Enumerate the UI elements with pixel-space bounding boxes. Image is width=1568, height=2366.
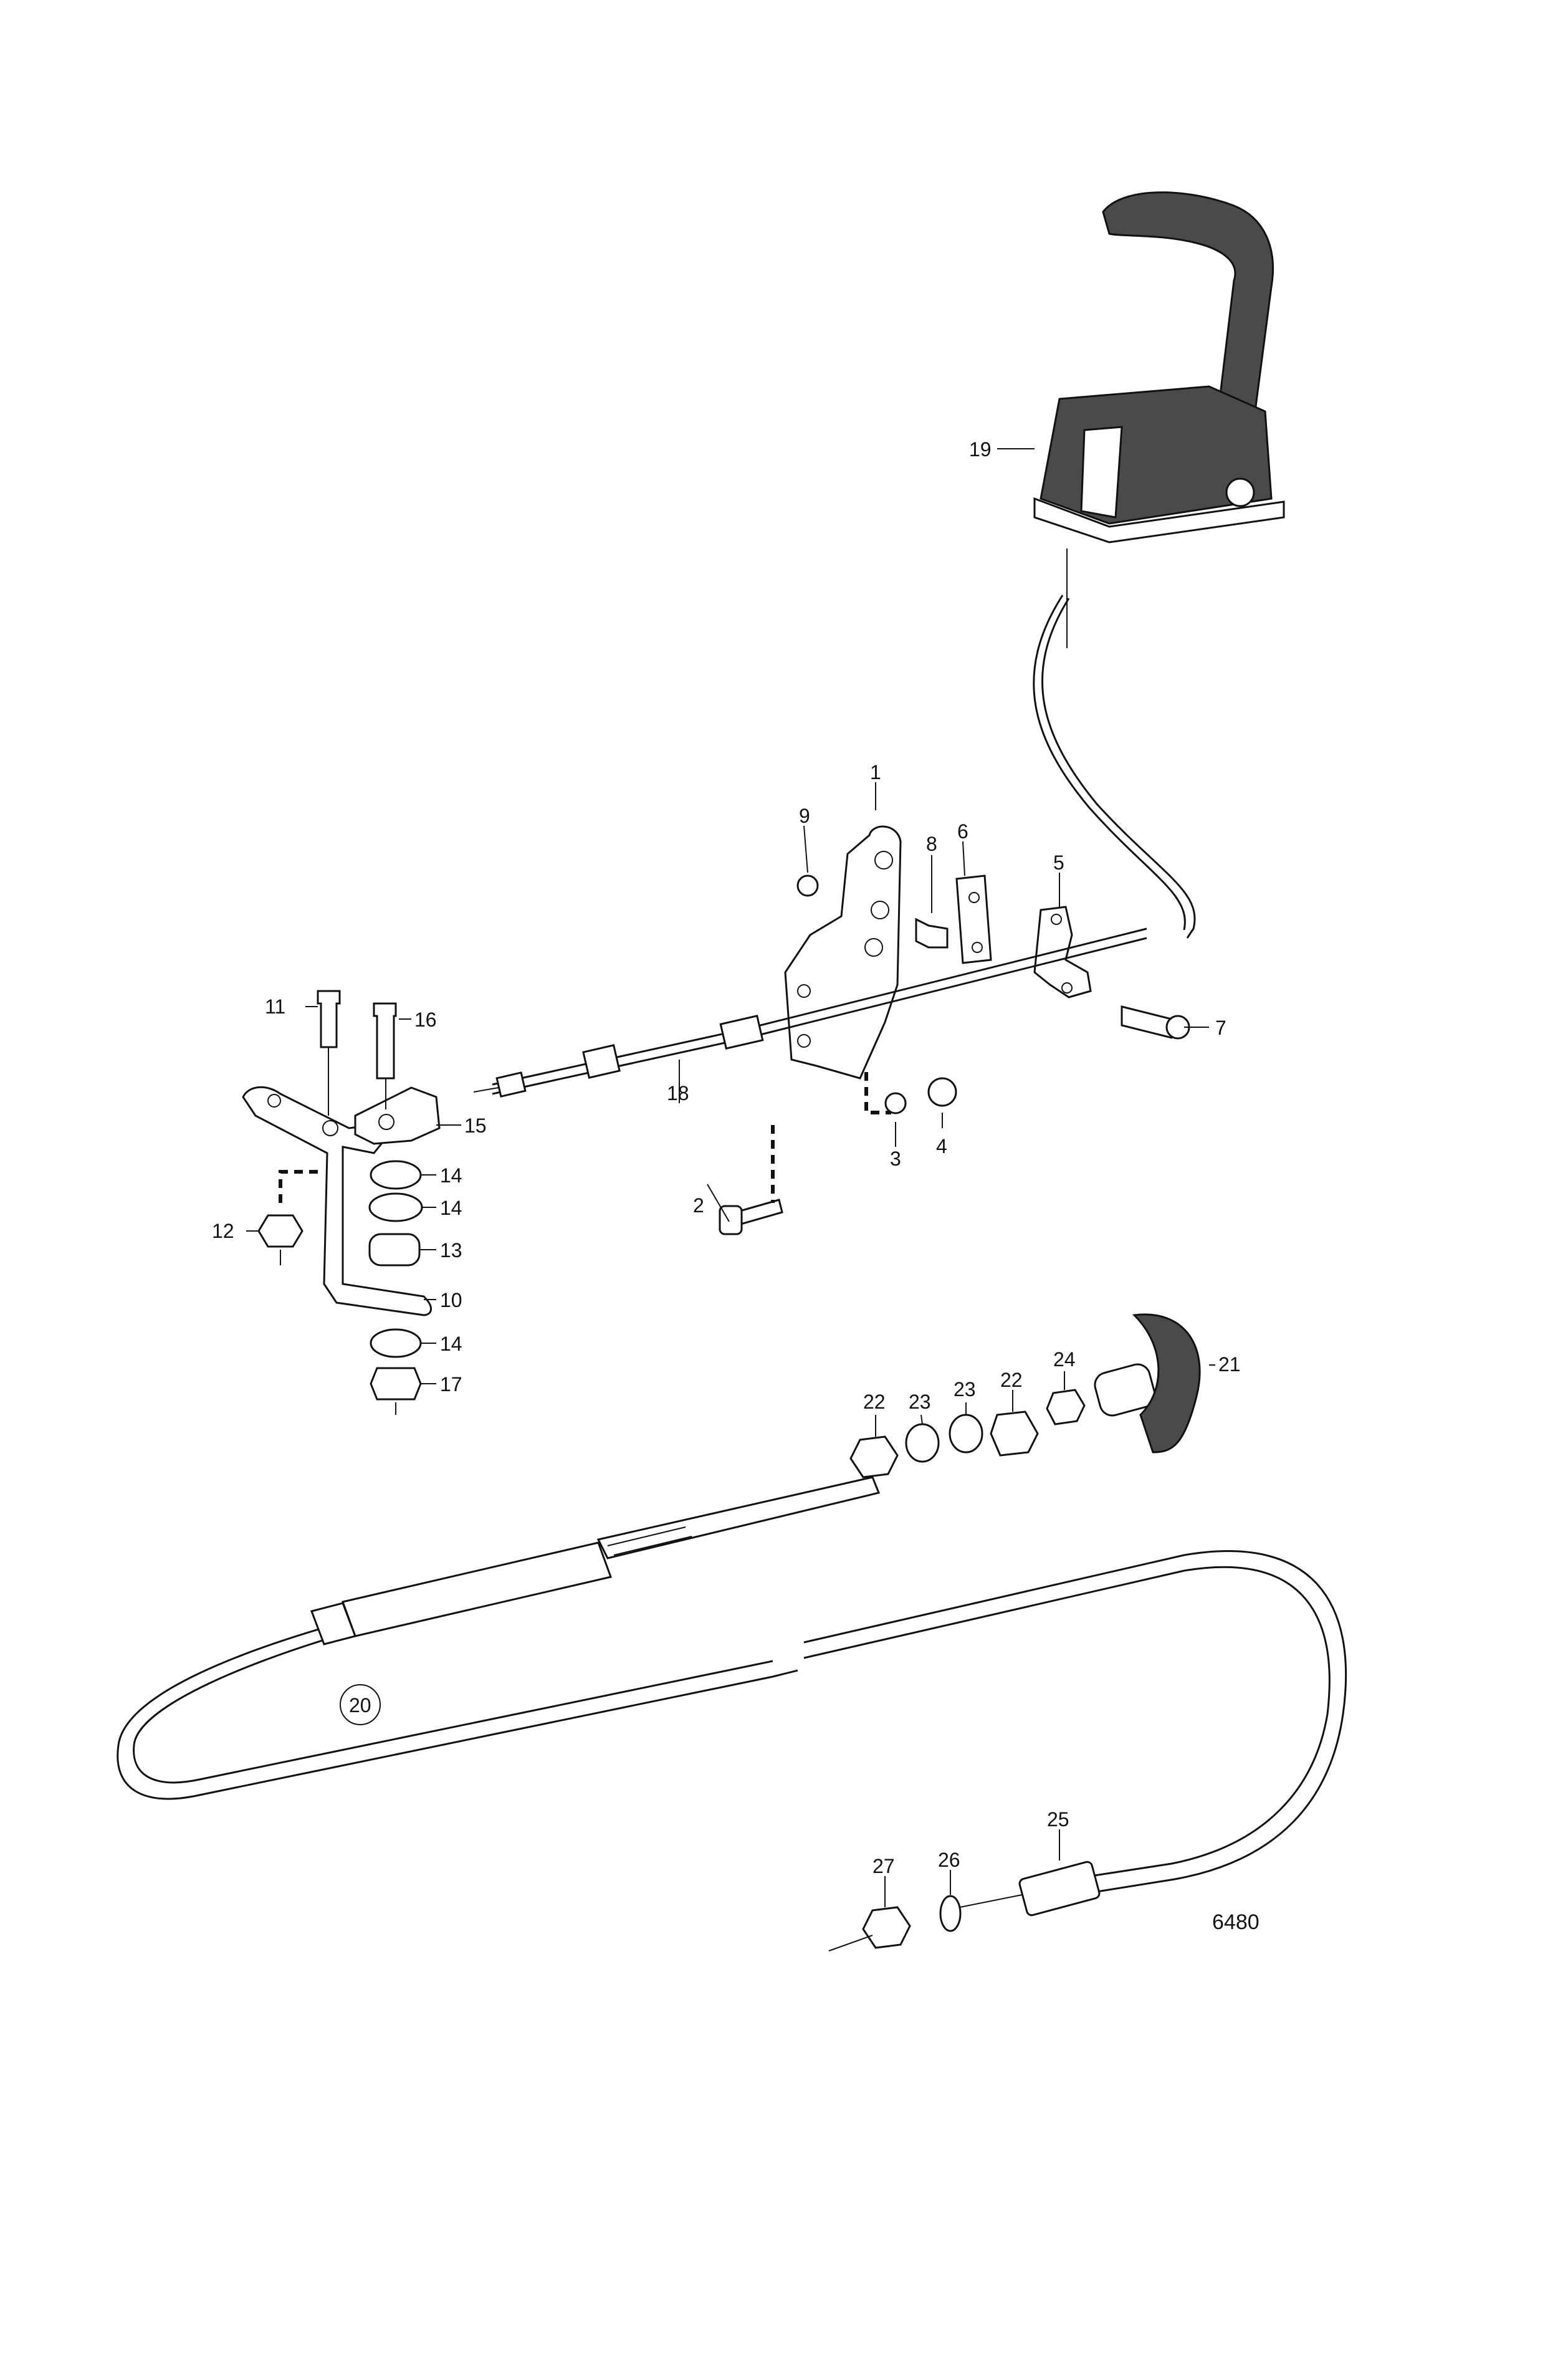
washer-14-middle	[368, 1192, 423, 1222]
control-box-base	[1033, 497, 1285, 544]
callout-13: 13	[440, 1239, 462, 1262]
nut-24	[1046, 1389, 1086, 1425]
callout-14-top: 14	[440, 1164, 462, 1187]
nut-17	[370, 1367, 422, 1401]
bracket-hole	[874, 851, 893, 869]
callout-3: 3	[890, 1147, 901, 1170]
callout-16: 16	[414, 1008, 437, 1031]
handle-bushing	[1094, 1363, 1156, 1417]
control-box-window	[1080, 426, 1123, 519]
control-cable	[1041, 598, 1196, 939]
callout-11: 11	[265, 995, 285, 1018]
lever-pivot-icon	[1225, 477, 1255, 507]
bracket-hole	[871, 901, 889, 919]
cable-clamp	[1033, 906, 1092, 999]
callout-26: 26	[938, 1849, 960, 1871]
washer-14-upper	[370, 1160, 422, 1190]
callout-12: 12	[212, 1220, 234, 1242]
control-cable-20	[117, 1619, 798, 1800]
bracket-hole	[797, 984, 811, 998]
washer-14-lower	[370, 1328, 422, 1358]
washer-26	[939, 1895, 962, 1932]
callout-15: 15	[464, 1114, 487, 1137]
callout-20: 20	[349, 1694, 371, 1717]
rod-coupling	[582, 1044, 621, 1079]
nut-22-right	[990, 1410, 1039, 1457]
bolt-11	[317, 990, 341, 1048]
bolt-2-head	[719, 1205, 743, 1235]
callout-19: 19	[969, 438, 992, 461]
callout-4: 4	[936, 1135, 947, 1157]
figure-number: 6480	[1212, 1910, 1260, 1934]
callout-24: 24	[1053, 1348, 1076, 1371]
bracket-hole	[797, 1034, 811, 1048]
callout-17: 17	[440, 1373, 462, 1396]
bracket-hole	[864, 938, 883, 957]
callout-8: 8	[926, 833, 937, 855]
nut-4	[927, 1077, 957, 1107]
nut-22-left	[849, 1435, 899, 1478]
callout-18: 18	[667, 1082, 689, 1104]
mounting-bracket	[784, 825, 902, 1080]
callout-22-left: 22	[863, 1391, 886, 1413]
lock-washer-23-left	[905, 1423, 940, 1463]
cable-fitting-25	[1018, 1861, 1101, 1917]
callout-9: 9	[799, 805, 810, 827]
leader-lines	[246, 448, 1215, 1907]
callout-6: 6	[957, 820, 968, 843]
callout-1: 1	[870, 761, 881, 783]
callout-23-right: 23	[954, 1378, 976, 1401]
nut-27	[862, 1906, 911, 1949]
cable-wire-end	[828, 1935, 873, 1952]
rubber-bushing-13	[368, 1233, 421, 1267]
callout-10: 10	[440, 1289, 462, 1311]
nut-12	[257, 1214, 304, 1248]
control-lever-assembly	[1033, 191, 1285, 544]
callout-21: 21	[1218, 1353, 1241, 1376]
support-bracket	[242, 1086, 432, 1316]
fitting-thread	[959, 1894, 1023, 1908]
control-cable-20-inner	[133, 1635, 773, 1784]
callout-25: 25	[1047, 1808, 1069, 1831]
control-cable-outer	[1033, 595, 1186, 931]
washer-3	[884, 1092, 907, 1114]
cable-end-ferrule	[310, 1602, 356, 1645]
assembly-dash	[279, 1170, 318, 1209]
callout-7: 7	[1215, 1017, 1226, 1039]
threaded-rod	[596, 1476, 881, 1559]
callouts: 1 2 3 4 5 6 7 8 9 10 11 12 13 14 14 14 1…	[212, 438, 1241, 1877]
lock-washer-23-right	[949, 1414, 983, 1454]
bolt-16	[373, 1002, 397, 1080]
control-cable-20-return-inner	[803, 1550, 1347, 1893]
rod-end	[495, 1071, 527, 1098]
cable-sleeve	[342, 1541, 612, 1637]
callout-14-middle: 14	[440, 1197, 462, 1219]
rod-coupling	[719, 1014, 764, 1050]
control-cable-20-return	[803, 1566, 1331, 1877]
rod-thread	[473, 1087, 499, 1093]
callout-5: 5	[1053, 851, 1064, 874]
callout-27: 27	[872, 1855, 895, 1877]
screw-8	[915, 917, 949, 949]
callout-2: 2	[693, 1194, 704, 1217]
handle-21	[1132, 1313, 1201, 1454]
callout-22-right: 22	[1000, 1369, 1023, 1391]
callout-20-circle	[340, 1684, 381, 1725]
clamp-plate	[955, 874, 992, 964]
callout-23-left: 23	[909, 1391, 931, 1413]
washer-9	[796, 874, 819, 897]
bracket-15	[354, 1086, 441, 1145]
callout-14-bottom: 14	[440, 1333, 462, 1355]
rod-threads	[607, 1526, 692, 1556]
